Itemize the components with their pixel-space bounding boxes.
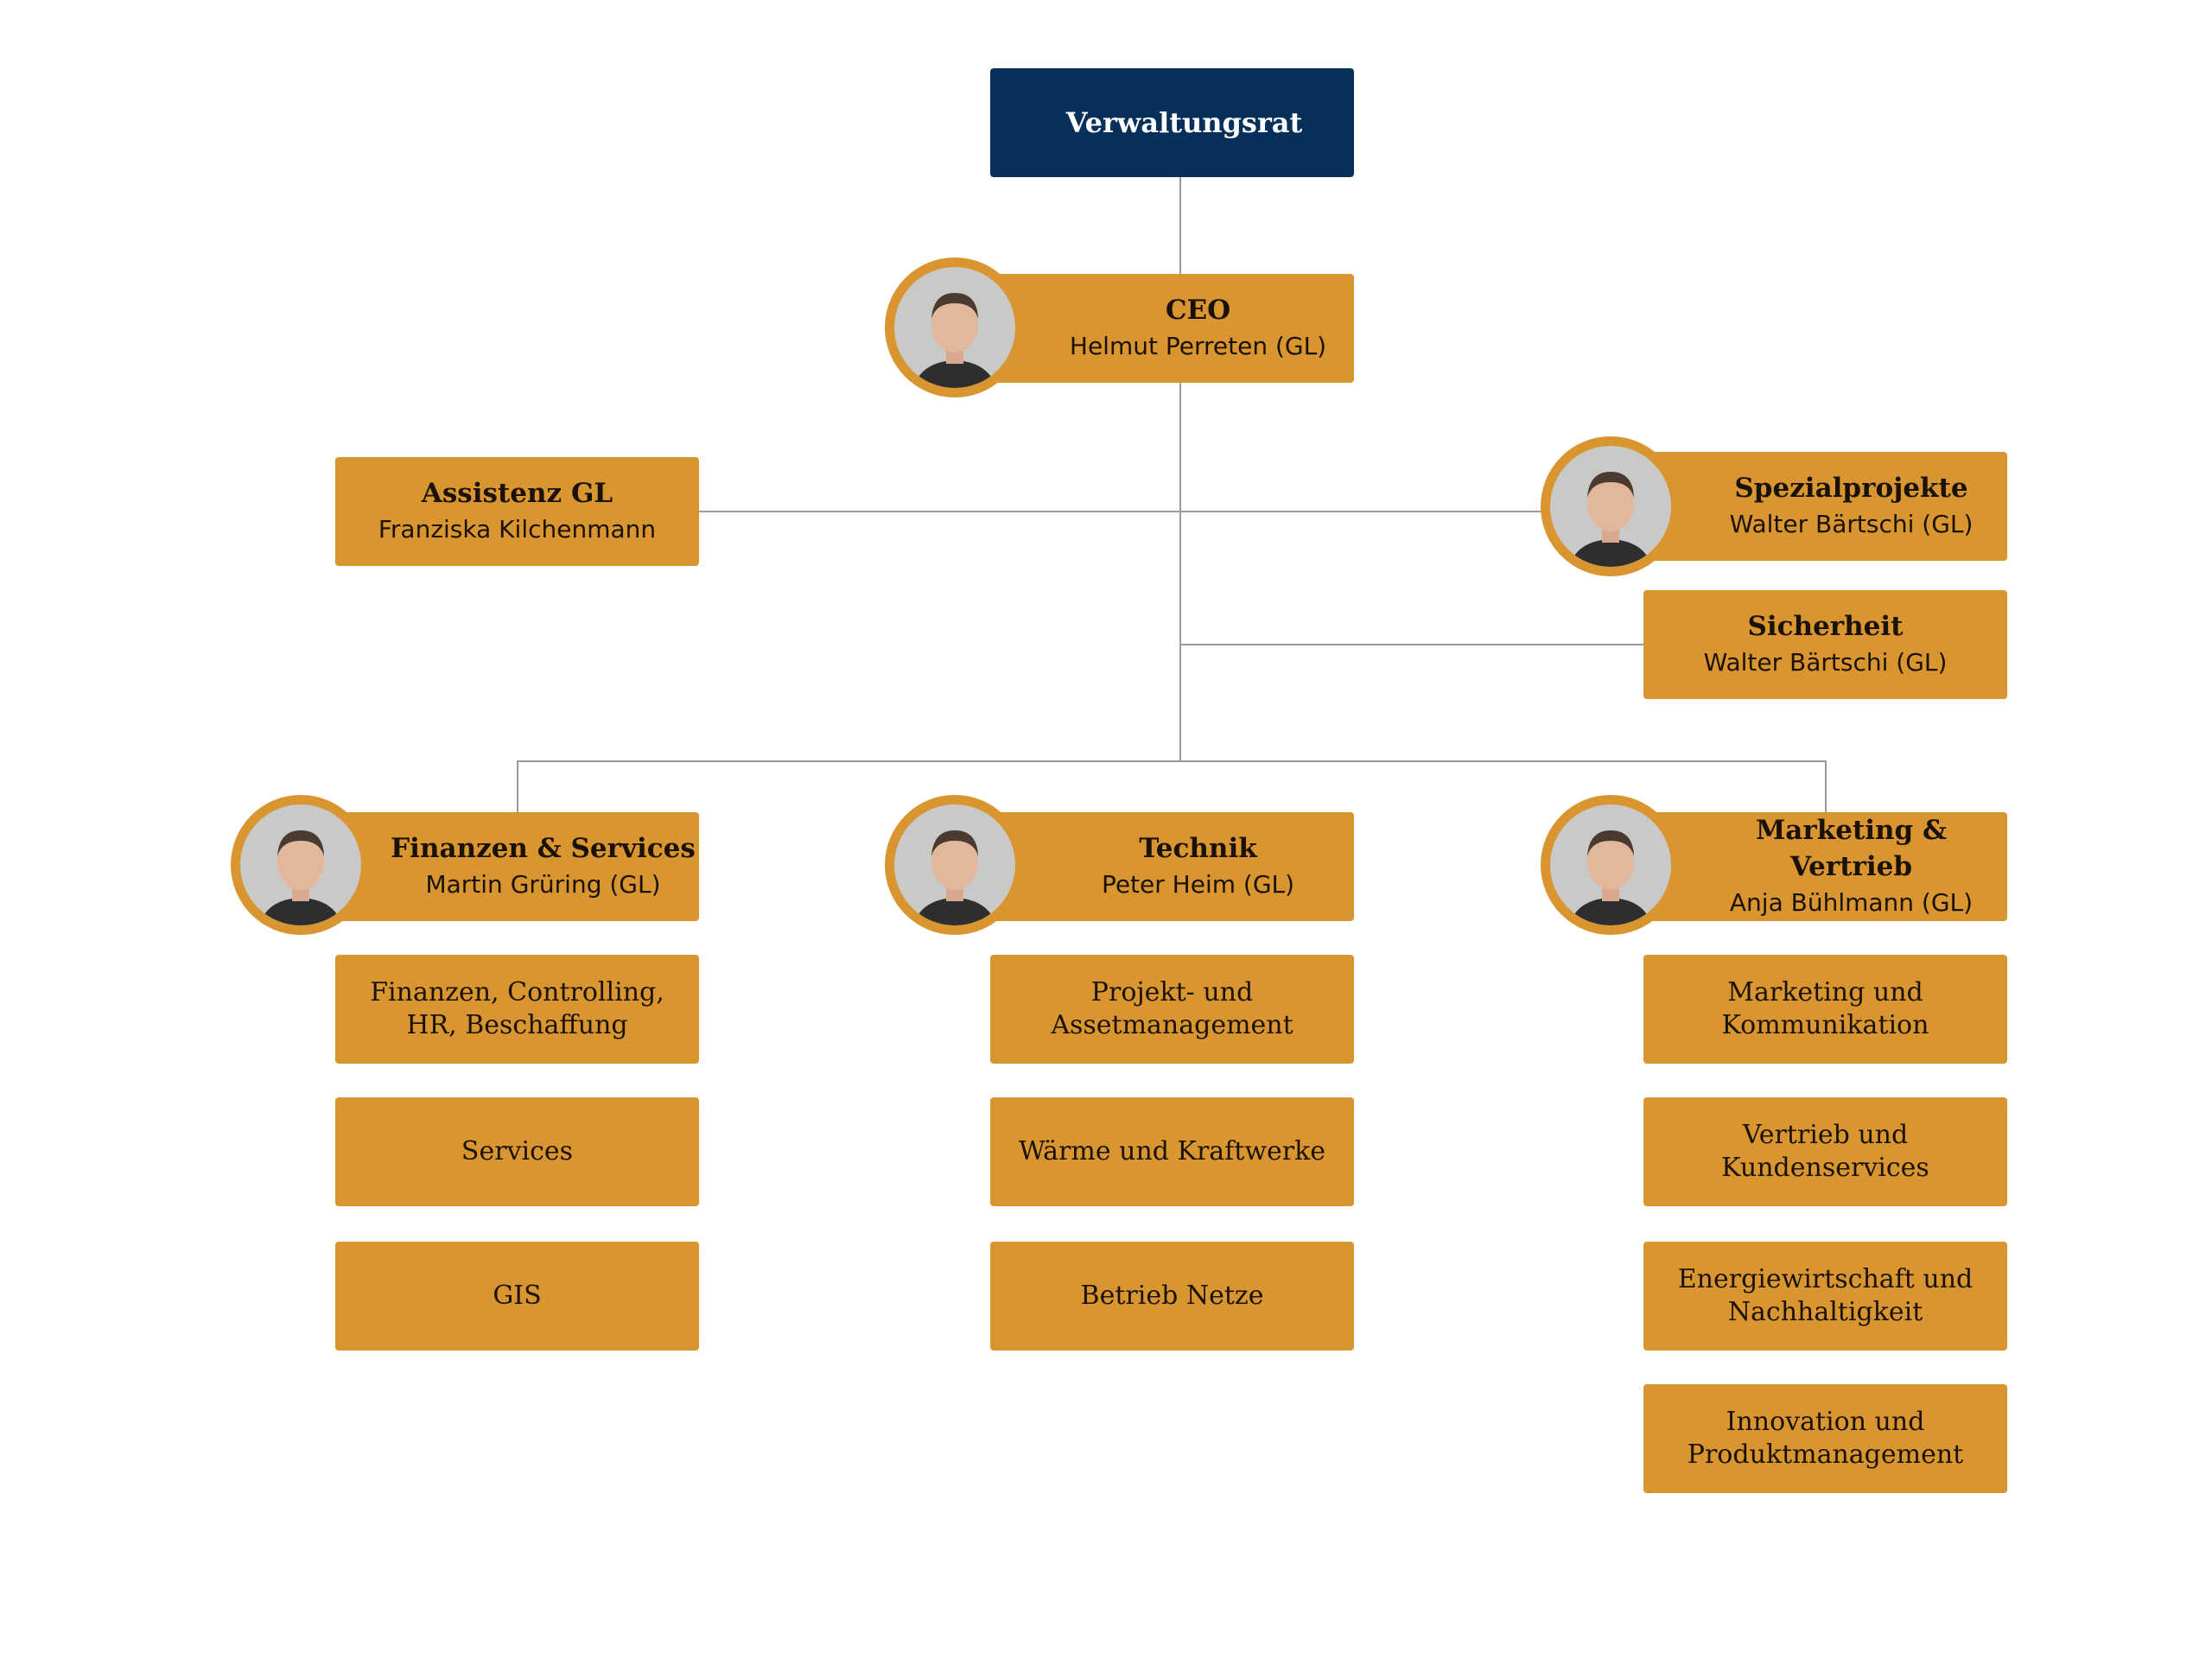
- ceo-box: CEO Helmut Perreten (GL): [990, 274, 1354, 383]
- unit-label: Betrieb Netze: [1080, 1281, 1264, 1311]
- unit-box: GIS: [335, 1242, 699, 1351]
- sicherheit-name: Walter Bärtschi (GL): [1703, 648, 1948, 677]
- connector-main-vertical: [1179, 177, 1181, 762]
- person-portrait-icon: [240, 804, 361, 925]
- ceo-photo: [885, 257, 1025, 397]
- connector-staff: [698, 511, 1545, 512]
- department-technik: Technik Peter Heim (GL): [990, 812, 1354, 921]
- department-title: Technik: [1139, 833, 1257, 864]
- assistenz-box: Assistenz GL Franziska Kilchenmann: [335, 457, 699, 566]
- person-portrait-icon: [894, 804, 1015, 925]
- unit-box: Innovation und Produktmanagement: [1643, 1384, 2007, 1493]
- connector-departments: [517, 760, 1827, 762]
- spezial-title: Spezialprojekte: [1734, 473, 1968, 504]
- sicherheit-title: Sicherheit: [1747, 611, 1904, 642]
- department-finanzen: Finanzen & Services Martin Grüring (GL): [335, 812, 699, 921]
- connector-finanzen: [517, 760, 518, 812]
- unit-box: Vertrieb und Kundenservices: [1643, 1097, 2007, 1206]
- spezial-photo: [1541, 436, 1681, 576]
- unit-label: Wärme und Kraftwerke: [1018, 1136, 1326, 1166]
- connector-sicherheit: [1180, 644, 1643, 645]
- department-head: Peter Heim (GL): [1101, 870, 1295, 899]
- unit-label: GIS: [493, 1281, 542, 1311]
- unit-label: Finanzen, Controlling, HR, Beschaffung: [370, 977, 664, 1040]
- unit-label: Innovation und Produktmanagement: [1687, 1407, 1964, 1470]
- assistenz-name: Franziska Kilchenmann: [378, 515, 657, 543]
- person-portrait-icon: [1550, 804, 1671, 925]
- person-portrait-icon: [1550, 446, 1671, 567]
- assistenz-title: Assistenz GL: [421, 478, 613, 509]
- unit-box: Projekt- und Assetmanagement: [990, 955, 1354, 1064]
- department-head: Anja Bühlmann (GL): [1729, 888, 1974, 917]
- department-head: Martin Grüring (GL): [425, 870, 661, 899]
- ceo-name: Helmut Perreten (GL): [1069, 332, 1327, 360]
- technik-photo: [885, 795, 1025, 935]
- board-box: Verwaltungsrat: [990, 68, 1354, 177]
- unit-label: Projekt- und Assetmanagement: [1051, 977, 1294, 1040]
- board-title: Verwaltungsrat: [1065, 106, 1303, 139]
- unit-box: Betrieb Netze: [990, 1242, 1354, 1351]
- unit-box: Wärme und Kraftwerke: [990, 1097, 1354, 1206]
- unit-box: Finanzen, Controlling, HR, Beschaffung: [335, 955, 699, 1064]
- marketing-photo: [1541, 795, 1681, 935]
- unit-label: Marketing und Kommunikation: [1721, 977, 1929, 1040]
- unit-box: Services: [335, 1097, 699, 1206]
- spezial-box: Spezialprojekte Walter Bärtschi (GL): [1643, 452, 2007, 561]
- unit-box: Energiewirtschaft und Nachhaltigkeit: [1643, 1242, 2007, 1351]
- finanzen-photo: [231, 795, 371, 935]
- department-title: Finanzen & Services: [391, 833, 696, 864]
- connector-marketing: [1825, 760, 1827, 812]
- unit-box: Marketing und Kommunikation: [1643, 955, 2007, 1064]
- person-portrait-icon: [894, 267, 1015, 388]
- unit-label: Vertrieb und Kundenservices: [1721, 1120, 1929, 1183]
- unit-label: Services: [461, 1136, 574, 1166]
- department-title: Marketing & Vertrieb: [1755, 815, 1948, 882]
- unit-label: Energiewirtschaft und Nachhaltigkeit: [1677, 1264, 1974, 1327]
- ceo-title: CEO: [1165, 295, 1231, 326]
- spezial-name: Walter Bärtschi (GL): [1729, 510, 1974, 538]
- sicherheit-box: Sicherheit Walter Bärtschi (GL): [1643, 590, 2007, 699]
- department-marketing: Marketing & Vertrieb Anja Bühlmann (GL): [1643, 812, 2007, 921]
